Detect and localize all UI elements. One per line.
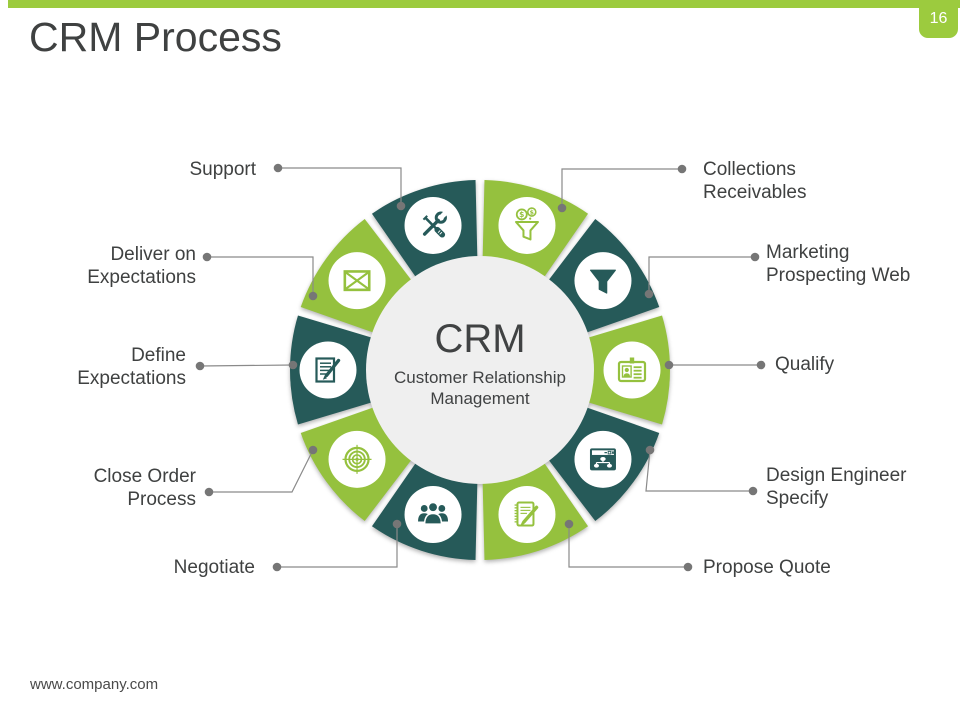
wheel-segments: $ $ [290,180,670,560]
svg-text:$: $ [530,209,534,216]
connector-negotiate [277,524,398,568]
connector-deliver-on-expectations [207,256,314,296]
connector-dot [756,360,766,370]
connector-design-engineer-specify [645,449,753,492]
process-label-negotiate: Negotiate [173,557,255,578]
wheel-center-text: CRM Customer Relationship Management [368,318,592,409]
process-label-propose-quote: Propose Quote [703,557,831,578]
connector-dot [392,519,402,529]
page-number-badge: 16 [919,0,958,38]
footer-url: www.company.com [30,676,159,693]
wheel-center-circle [366,256,594,484]
connector-dot [748,486,758,496]
connector-dot [204,487,214,497]
connector-dot [288,360,298,370]
target-icon [342,444,372,474]
window-orgchart-icon [589,448,616,471]
connector-dot [396,201,406,211]
connector-propose-quote [568,524,688,568]
connector-dot [308,445,318,455]
envelope-icon [343,270,371,292]
connector-dot [644,289,654,299]
connector-dot [202,252,212,262]
connector-dot [677,164,687,174]
connector-dot [308,291,318,301]
document-pencil-icon [315,357,341,383]
connector-dot [664,360,674,370]
connector-close-order-process [209,449,314,493]
connector-dot [750,252,760,262]
connector-dot [273,163,283,173]
notebook-pencil-icon [514,501,539,527]
money-funnel-icon: $ $ [514,207,539,241]
center-title: CRM [434,317,526,361]
connector-dot [195,361,205,371]
funnel-icon [589,269,616,294]
connector-dot [683,562,693,572]
id-card-icon [617,357,647,383]
process-label-support: Support [189,159,256,180]
icon-circle [498,486,556,544]
connectors [195,163,766,572]
connector-define-expectations [199,364,294,367]
top-accent-bar [8,0,960,8]
page-title: CRM Process [29,14,282,60]
connector-dot [564,519,574,529]
connector-dot [645,445,655,455]
connector-dot [272,562,282,572]
people-icon [418,501,449,525]
icon-circle [498,196,556,254]
connector-support [278,167,402,206]
connector-dot [557,203,567,213]
tools-icon [422,207,452,238]
svg-text:$: $ [519,210,524,219]
connector-collections-receivables [561,168,682,208]
center-subtitle: Customer Relationship Management [394,368,566,408]
process-label-qualify: Qualify [775,354,835,375]
connector-marketing-prospecting-web [648,256,755,294]
icon-circle [603,341,661,399]
